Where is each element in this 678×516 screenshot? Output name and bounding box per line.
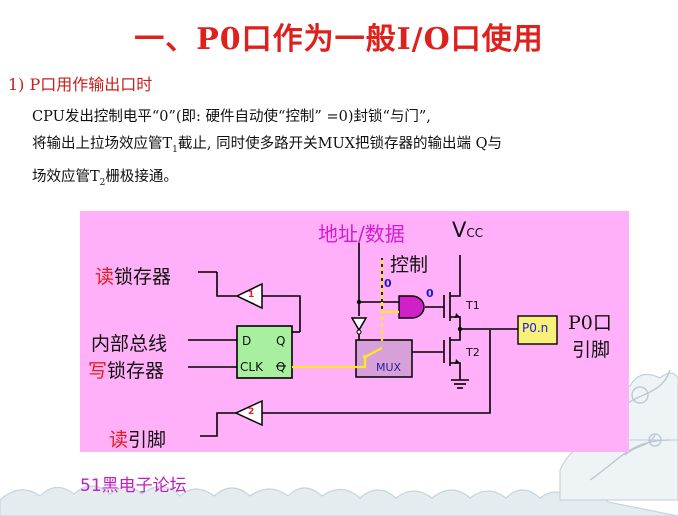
read-pin-prefix: 读 bbox=[109, 429, 129, 451]
t2-label: T2 bbox=[466, 346, 480, 359]
read-latch-label: 读锁存器 bbox=[95, 262, 171, 289]
mux-label: MUX bbox=[376, 361, 402, 374]
latch-d-label: D bbox=[242, 334, 252, 348]
vcc-v: V bbox=[452, 218, 467, 242]
control-label: 控制 bbox=[390, 254, 429, 276]
latch-qbar-label: Q bbox=[276, 360, 286, 374]
p0-port-label-line2: 引脚 bbox=[572, 339, 611, 361]
latch-block bbox=[236, 325, 293, 379]
section-subtitle: 1) P口用作输出口时 bbox=[8, 75, 153, 94]
and-output-zero-value: 0 bbox=[426, 287, 434, 300]
addr-data-label: 地址/数据 bbox=[318, 222, 405, 246]
and-gate-icon bbox=[398, 295, 425, 319]
t1-label: T1 bbox=[466, 299, 480, 312]
write-latch-label: 写锁存器 bbox=[88, 356, 164, 383]
internal-bus-label: 内部总线 bbox=[91, 333, 168, 355]
p0n-pin-box bbox=[517, 315, 558, 345]
line3-text-a: 场效应管T bbox=[32, 168, 100, 185]
read-pin-buffer-icon bbox=[234, 399, 263, 427]
control-zero-value: 0 bbox=[384, 277, 392, 290]
latch-clk-label: CLK bbox=[240, 360, 263, 374]
forum-footer-label: 51黑电子论坛 bbox=[80, 476, 187, 496]
read-pin-suffix: 引脚 bbox=[128, 429, 167, 451]
write-latch-prefix: 写 bbox=[88, 360, 108, 382]
t1-subscript: 1 bbox=[172, 144, 178, 155]
read-latch-buffer-icon bbox=[235, 282, 263, 310]
write-latch-suffix: 锁存器 bbox=[107, 360, 165, 382]
p0-port-label-line1: P0口 bbox=[568, 312, 612, 334]
page-title: 一、P0口作为一般I/O口使用 bbox=[134, 22, 544, 57]
inverter-icon bbox=[350, 317, 368, 332]
description-paragraph: CPU发出控制电平“0”(即: 硬件自动使“控制” =0)封锁“与门”, 将输出… bbox=[32, 104, 672, 197]
read-latch-suffix: 锁存器 bbox=[114, 266, 172, 288]
read-latch-prefix: 读 bbox=[95, 266, 115, 288]
description-line-2: 将输出上拉场效应管T1截止, 同时使多路开关MUX把锁存器的输出端 Q与 bbox=[32, 131, 672, 164]
latch-q-label: Q bbox=[276, 334, 286, 348]
read-pin-label: 读引脚 bbox=[109, 425, 166, 452]
description-line-1: CPU发出控制电平“0”(即: 硬件自动使“控制” =0)封锁“与门”, bbox=[32, 109, 431, 125]
t2-subscript: 2 bbox=[99, 177, 106, 188]
buffer2-number: 2 bbox=[248, 407, 255, 417]
line3-text-b: 栅极接通。 bbox=[105, 168, 178, 185]
vcc-sub: CC bbox=[466, 226, 484, 240]
line2-text-a: 将输出上拉场效应管T bbox=[32, 136, 173, 152]
buffer1-number: 1 bbox=[248, 290, 255, 300]
description-line-3: 场效应管T2栅极接通。 bbox=[32, 164, 672, 197]
line2-text-b: 截止, 同时使多路开关MUX把锁存器的输出端 Q与 bbox=[177, 136, 503, 152]
p0n-box-label: P0.n bbox=[522, 321, 549, 335]
vcc-label: VCC bbox=[452, 218, 483, 242]
